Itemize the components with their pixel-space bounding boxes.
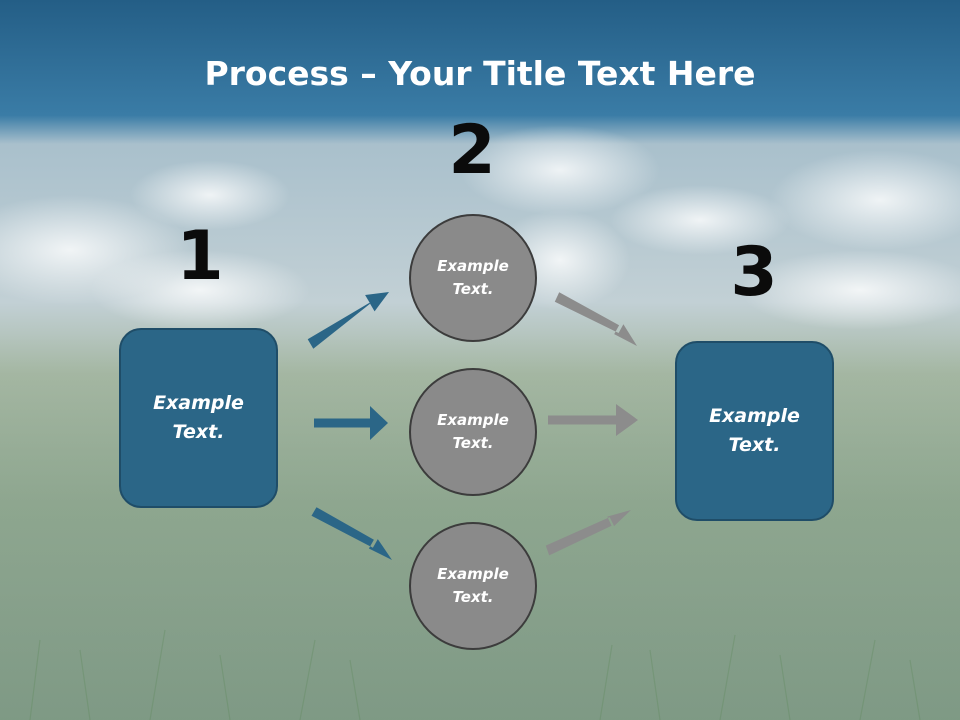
step2-circle-top: Example Text. — [409, 214, 537, 342]
step-number-2: 2 — [448, 111, 496, 190]
step3-box-text: Example Text. — [695, 402, 815, 460]
slide-title: Process – Your Title Text Here — [0, 52, 960, 96]
circle-top-line1: Example — [437, 257, 509, 275]
title-bold: Process — [204, 54, 349, 93]
step1-box-line1: Example — [153, 392, 244, 414]
grass-texture — [29, 629, 921, 720]
step1-box: Example Text. — [119, 328, 278, 508]
step2-circle-bottom: Example Text. — [409, 522, 537, 650]
circle-bottom-text: Example Text. — [428, 563, 518, 609]
step1-box-line2: Text. — [172, 421, 225, 443]
circle-bottom-line2: Text. — [452, 588, 494, 606]
step-number-3: 3 — [730, 233, 778, 312]
step3-box-line1: Example — [709, 405, 800, 427]
circle-middle-text: Example Text. — [428, 409, 518, 455]
step3-box-line2: Text. — [728, 434, 781, 456]
clouds — [0, 125, 960, 330]
circle-top-text: Example Text. — [428, 255, 518, 301]
title-rest: – Your Title Text Here — [348, 54, 756, 93]
circle-middle-line1: Example — [437, 411, 509, 429]
circle-middle-line2: Text. — [452, 434, 494, 452]
circle-top-line2: Text. — [452, 280, 494, 298]
step2-circle-middle: Example Text. — [409, 368, 537, 496]
step-number-1: 1 — [176, 217, 224, 296]
step1-box-text: Example Text. — [139, 389, 259, 447]
step3-box: Example Text. — [675, 341, 834, 521]
circle-bottom-line1: Example — [437, 565, 509, 583]
